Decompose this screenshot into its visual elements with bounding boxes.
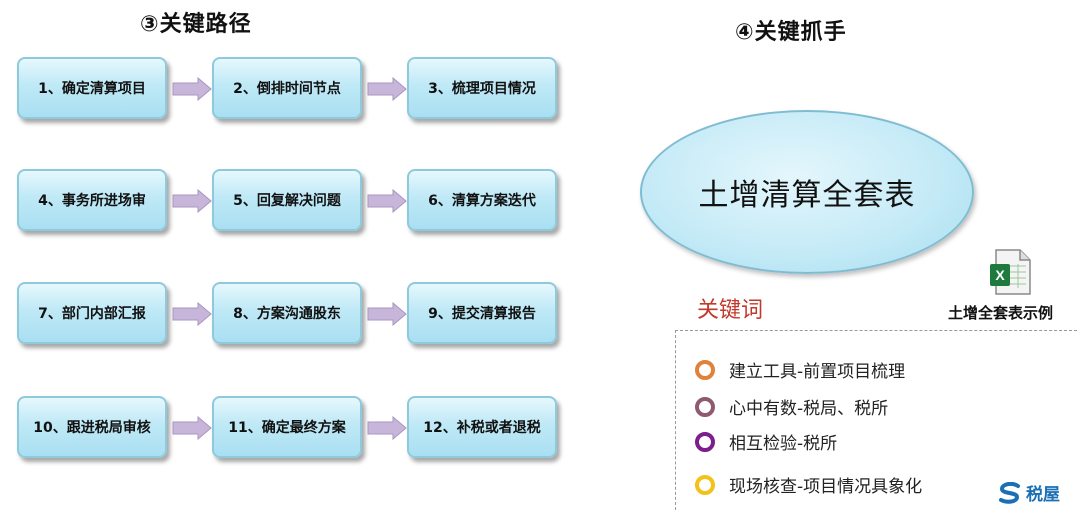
- step-2: 2、倒排时间节点: [212, 57, 362, 119]
- flow-arrow-icon: [172, 302, 212, 326]
- ring-bullet-icon: [695, 474, 715, 495]
- step-11: 11、确定最终方案: [212, 396, 362, 458]
- step-5: 5、回复解决问题: [212, 169, 362, 231]
- flow-arrow-icon: [367, 189, 407, 213]
- svg-text:X: X: [995, 267, 1005, 283]
- keywords-box: [675, 330, 1077, 510]
- flow-arrow-icon: [367, 416, 407, 440]
- step-9: 9、提交清算报告: [407, 282, 557, 344]
- step-8: 8、方案沟通股东: [212, 282, 362, 344]
- file-label[interactable]: 土增全套表示例: [948, 304, 1054, 322]
- ring-bullet-icon: [695, 359, 715, 380]
- shuiwu-logo-icon: [999, 481, 1020, 504]
- keyword-item: 心中有数-税局、税所: [695, 394, 888, 419]
- key-path-title: ③关键路径: [140, 12, 252, 37]
- step-7: 7、部门内部汇报: [17, 282, 167, 344]
- key-grip-title: ④关键抓手: [735, 20, 847, 45]
- step-label: 8、方案沟通股东: [233, 306, 341, 322]
- step-6: 6、清算方案迭代: [407, 169, 557, 231]
- step-label: 9、提交清算报告: [428, 306, 536, 322]
- keyword-text: 现场核查-项目情况具象化: [729, 477, 923, 497]
- step-label: 6、清算方案迭代: [428, 193, 536, 209]
- step-3: 3、梳理项目情况: [407, 57, 557, 119]
- brand-name: 税屋: [1026, 485, 1060, 505]
- brand-logo: 税屋: [998, 480, 1060, 505]
- flow-arrow-icon: [172, 189, 212, 213]
- keyword-text: 建立工具-前置项目梳理: [729, 362, 906, 382]
- flow-arrow-icon: [367, 302, 407, 326]
- keyword-item: 相互检验-税所: [695, 429, 837, 454]
- step-label: 7、部门内部汇报: [38, 306, 146, 322]
- flow-arrow-icon: [172, 416, 212, 440]
- flow-arrow-icon: [367, 77, 407, 101]
- flow-arrow-icon: [172, 77, 212, 101]
- keyword-item: 现场核查-项目情况具象化: [695, 472, 922, 497]
- step-label: 11、确定最终方案: [228, 420, 346, 436]
- step-label: 1、确定清算项目: [38, 81, 146, 97]
- step-12: 12、补税或者退税: [407, 396, 557, 458]
- step-label: 2、倒排时间节点: [233, 81, 341, 97]
- keyword-item: 建立工具-前置项目梳理: [695, 357, 905, 382]
- step-label: 3、梳理项目情况: [428, 81, 536, 97]
- keyword-text: 相互检验-税所: [729, 434, 838, 454]
- step-label: 10、跟进税局审核: [33, 420, 151, 436]
- step-1: 1、确定清算项目: [17, 57, 167, 119]
- ring-bullet-icon: [695, 431, 715, 452]
- center-ellipse: 土增清算全套表: [640, 110, 974, 274]
- step-label: 4、事务所进场审: [38, 193, 146, 209]
- keywords-title: 关键词: [697, 298, 764, 323]
- step-label: 12、补税或者退税: [423, 420, 541, 436]
- keyword-text: 心中有数-税局、税所: [729, 399, 889, 419]
- step-10: 10、跟进税局审核: [17, 396, 167, 458]
- step-label: 5、回复解决问题: [233, 193, 341, 209]
- step-4: 4、事务所进场审: [17, 169, 167, 231]
- excel-file-icon[interactable]: X: [988, 248, 1032, 296]
- center-label: 土增清算全套表: [698, 178, 916, 213]
- ring-bullet-icon: [695, 396, 715, 417]
